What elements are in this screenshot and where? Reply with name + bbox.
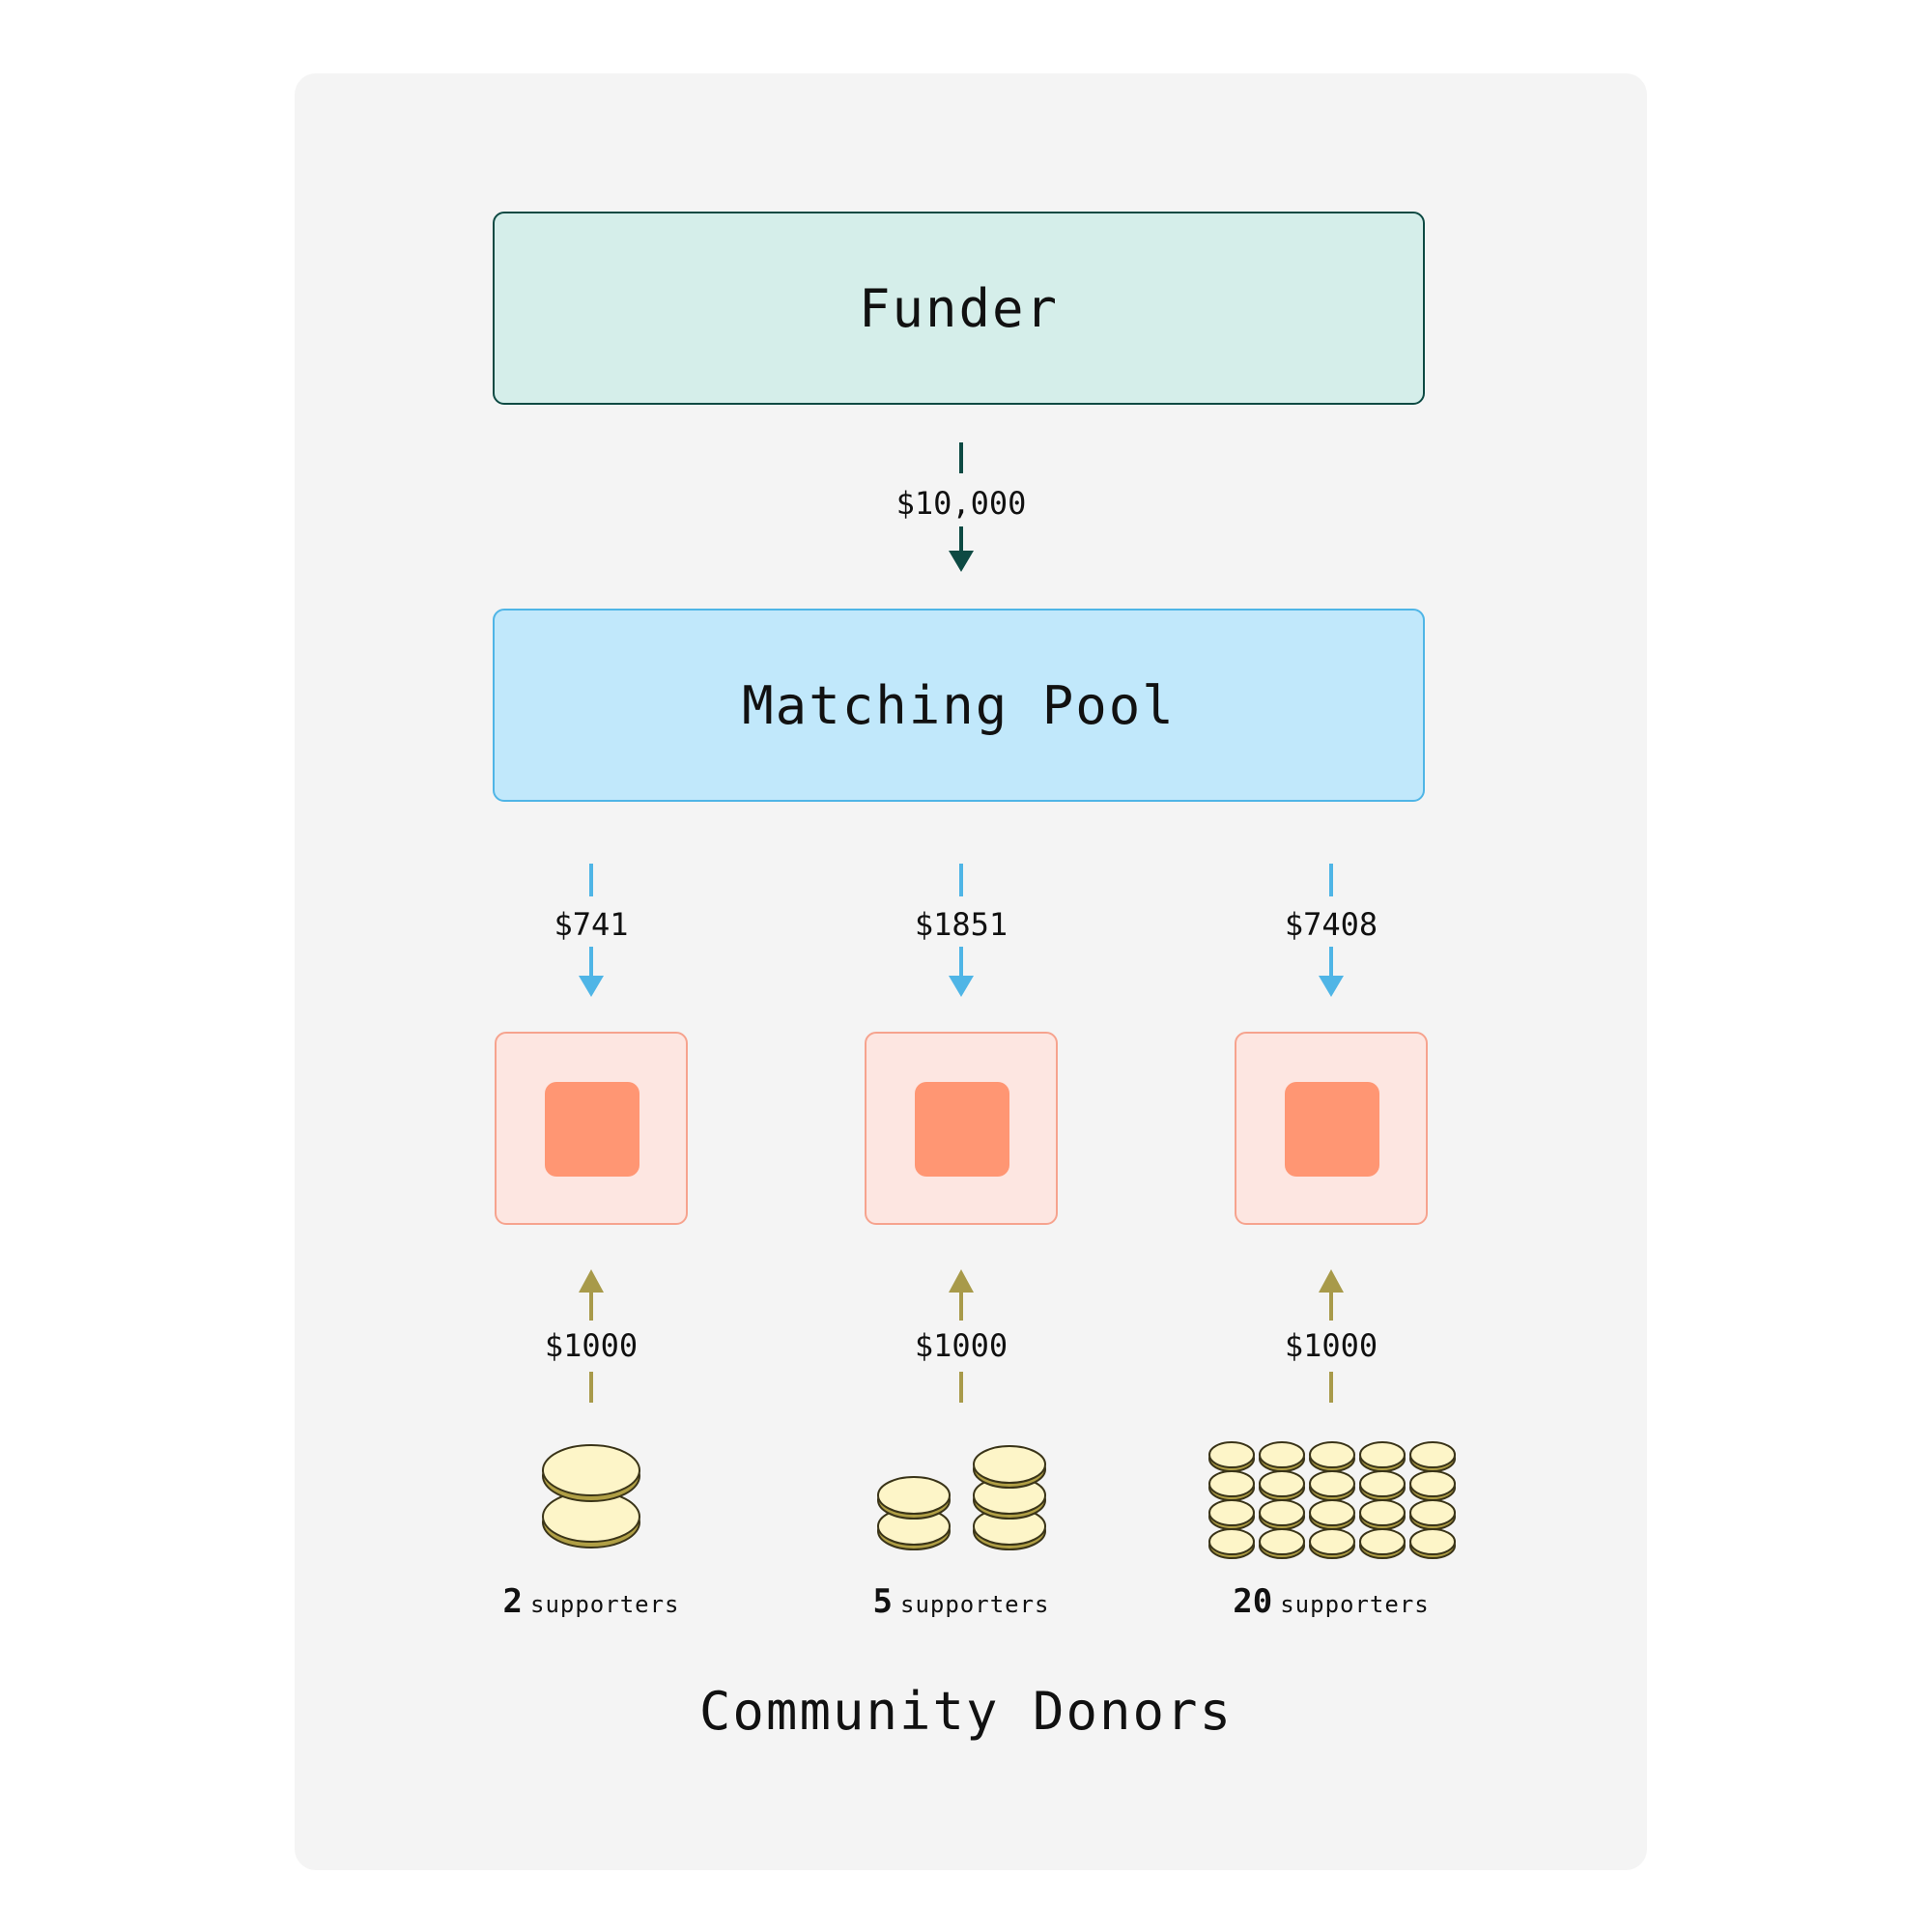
funder-to-pool-arrow: [949, 442, 974, 572]
community-donors-label: Community Donors: [698, 1681, 1234, 1742]
donation-amount-label-1: $1000: [544, 1327, 639, 1364]
project-box-2: [865, 1032, 1058, 1225]
donation-amount-label-2: $1000: [914, 1327, 1009, 1364]
project-icon: [1285, 1082, 1379, 1177]
funder-amount-label: $10,000: [895, 485, 1027, 522]
coin-stack-20-icon: [1208, 1441, 1456, 1559]
donors-to-project-arrow-1: [579, 1269, 604, 1403]
project-box-3: [1235, 1032, 1428, 1225]
supporters-count: 20: [1233, 1582, 1273, 1621]
supporters-count: 5: [872, 1582, 893, 1621]
match-amount-label-3: $7408: [1284, 906, 1378, 943]
funder-box: Funder: [493, 212, 1425, 405]
matching-pool-box: Matching Pool: [493, 609, 1425, 802]
pool-to-project-arrow-2: [949, 864, 974, 997]
supporters-word: supporters: [1280, 1591, 1430, 1618]
coin-stack-2-icon: [542, 1444, 640, 1548]
supporters-caption-3: 20 supporters: [1233, 1582, 1429, 1621]
supporters-word: supporters: [529, 1591, 680, 1618]
donors-to-project-arrow-3: [1319, 1269, 1344, 1403]
supporters-word: supporters: [899, 1591, 1050, 1618]
project-box-1: [495, 1032, 688, 1225]
donors-to-project-arrow-2: [949, 1269, 974, 1403]
supporters-count: 2: [502, 1582, 523, 1621]
match-amount-label-1: $741: [554, 906, 629, 943]
coin-stack-5-icon: [877, 1445, 1046, 1550]
pool-to-project-arrow-1: [579, 864, 604, 997]
donation-amount-label-3: $1000: [1284, 1327, 1378, 1364]
project-icon: [915, 1082, 1009, 1177]
pool-to-project-arrow-3: [1319, 864, 1344, 997]
match-amount-label-2: $1851: [914, 906, 1009, 943]
project-icon: [545, 1082, 639, 1177]
matching-pool-label: Matching Pool: [742, 674, 1176, 736]
funder-label: Funder: [858, 277, 1060, 339]
